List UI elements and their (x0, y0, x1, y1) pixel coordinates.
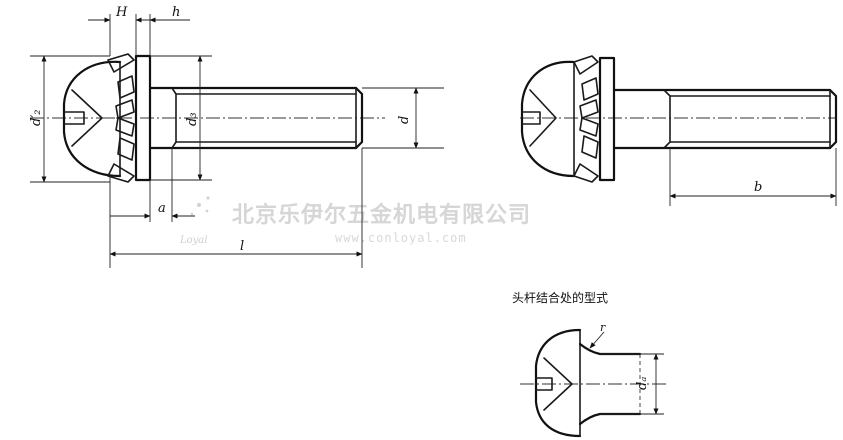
label-d-prime-2: d′₂ (29, 110, 44, 127)
flat-washer (134, 54, 152, 182)
watermark-logo: Loyal (179, 196, 210, 246)
watermark: 北京乐伊尔五金机电有限公司 www.conloyal.com Loyal (179, 196, 531, 246)
spring-washer-right (573, 55, 599, 183)
junction-note: 头杆结合处的型式 (512, 290, 608, 305)
junction-detail-view: 头杆结合处的型式 r dₐ (512, 290, 668, 438)
label-l: l (240, 239, 244, 254)
head-slot (63, 111, 85, 125)
label-d: d (397, 116, 412, 124)
label-h: h (172, 5, 180, 20)
label-da: dₐ (635, 377, 650, 390)
watermark-logo-text: Loyal (179, 235, 207, 246)
right-assembly-view: b (520, 55, 838, 206)
label-d3: d₃ (185, 112, 200, 126)
label-H: H (115, 5, 128, 20)
fillet-radius (578, 342, 642, 356)
label-r: r (600, 321, 606, 334)
watermark-company: 北京乐伊尔五金机电有限公司 (232, 202, 531, 228)
screw-shank (148, 86, 364, 150)
watermark-url: www.conloyal.com (335, 231, 467, 245)
label-b: b (754, 180, 762, 195)
spring-washer (107, 53, 135, 183)
pan-head (62, 60, 122, 178)
label-a: a (158, 201, 166, 216)
left-assembly-view: H h d′₂ d₃ d a l (29, 5, 444, 268)
